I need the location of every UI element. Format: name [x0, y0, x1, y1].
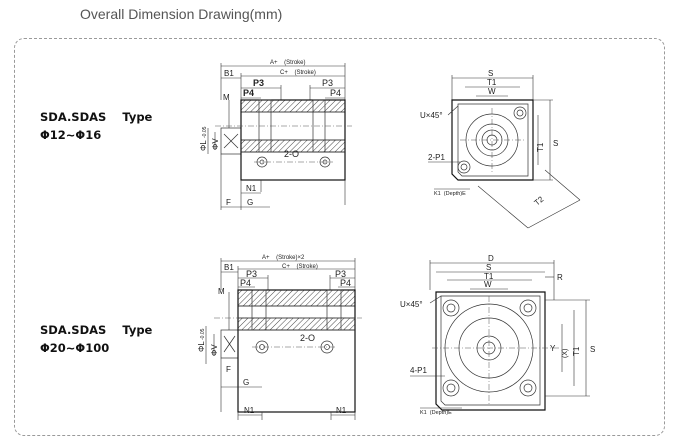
series-range: Φ12~Φ16: [40, 128, 102, 142]
dim-t1-side: T1: [536, 142, 545, 152]
series-type: Type: [122, 323, 153, 337]
end-view-small: S T1 W U×45° 2-P1 K1 (Depth)E S T1 T2: [420, 69, 581, 229]
dim-p3-left: P3: [253, 78, 264, 88]
dim-n1-left: N1: [244, 406, 255, 415]
dim-w-label: W: [484, 280, 492, 289]
dim-p4-right: P4: [340, 278, 351, 288]
dim-p1-label: 2-P1: [428, 153, 445, 162]
dim-p1-label: 4-P1: [410, 366, 427, 375]
dim-p4-left: P4: [240, 278, 251, 288]
dim-c-label: C+ (Stroke): [282, 264, 318, 270]
dim-f-label: F: [226, 365, 231, 374]
series-model: SDA.SDAS: [40, 323, 107, 337]
dim-t1-label: T1: [484, 272, 494, 281]
end-view-large: D S T1 W R U×45° 4-P1 K1 (Depth)E: [400, 254, 595, 416]
port-label: 2-O: [300, 333, 315, 343]
dim-p4-right: P4: [330, 88, 341, 98]
dim-d-label: D: [488, 254, 494, 263]
dim-s-label: S: [488, 69, 493, 78]
dim-p4-left: P4: [243, 88, 254, 98]
dim-s-side: S: [590, 345, 595, 354]
series-model-line: SDA.SDAS Type: [40, 321, 152, 339]
dim-s-side: S: [553, 139, 558, 148]
side-view-large: A+ (Stroke)×2 C+ (Stroke) B1 P3 P3 P4 P4…: [197, 255, 362, 420]
series-type: Type: [122, 110, 153, 124]
dim-y-label: Y: [550, 344, 556, 353]
dim-t1-label: T1: [487, 78, 497, 87]
dim-a-label: A+ (Stroke)×2: [262, 255, 305, 261]
dim-w-label: W: [488, 87, 496, 96]
dim-g-label: G: [243, 378, 249, 387]
series-label-small: SDA.SDAS Type Φ12~Φ16: [40, 108, 152, 144]
series-model: SDA.SDAS: [40, 110, 107, 124]
dim-n1-label: N1: [246, 184, 257, 193]
series-range: Φ20~Φ100: [40, 341, 110, 355]
dim-s-label: S: [486, 263, 491, 272]
dim-m-label: M: [223, 93, 230, 102]
side-view-small: A+ (Stroke) C+ (Stroke) B1 P3 P3 P4 P4 M: [199, 60, 352, 210]
series-model-line: SDA.SDAS Type: [40, 108, 152, 126]
series-label-large: SDA.SDAS Type Φ20~Φ100: [40, 321, 152, 357]
dim-p3-right: P3: [335, 269, 346, 279]
dim-k1-label: K1 (Depth)E: [434, 191, 466, 197]
dim-c-label: C+ (Stroke): [280, 70, 316, 76]
dim-f-label: F: [226, 198, 231, 207]
dim-b1-label: B1: [224, 69, 234, 78]
dim-m-label: M: [218, 287, 225, 296]
dim-x-label: (X): [562, 349, 569, 358]
dim-t2-label: T2: [533, 194, 546, 207]
dim-a-label: A+ (Stroke): [270, 60, 306, 66]
dim-ux45-label: U×45°: [420, 111, 443, 120]
dim-ux45-label: U×45°: [400, 300, 423, 309]
dim-n1-right: N1: [336, 406, 347, 415]
dim-g-label: G: [247, 198, 253, 207]
dim-phi-l-tol: -0.05: [202, 126, 208, 138]
page-title: Overall Dimension Drawing(mm): [80, 6, 283, 22]
dim-k1-label: K1 (Depth)E: [420, 410, 452, 416]
dim-phi-l-tol: -0.05: [200, 328, 206, 340]
port-label: 2-O: [284, 149, 299, 159]
dim-b1-label: B1: [224, 263, 234, 272]
dim-p3-right: P3: [322, 78, 333, 88]
dim-p3-left: P3: [246, 269, 257, 279]
dim-t1-side: T1: [572, 346, 581, 356]
dim-phi-v: ΦV: [210, 344, 219, 356]
dim-phi-l: ΦL: [199, 140, 208, 151]
dim-phi-v: ΦV: [211, 138, 220, 150]
drawing-frame: [14, 38, 665, 436]
dim-r-label: R: [557, 273, 563, 282]
dim-phi-l: ΦL: [197, 341, 206, 352]
